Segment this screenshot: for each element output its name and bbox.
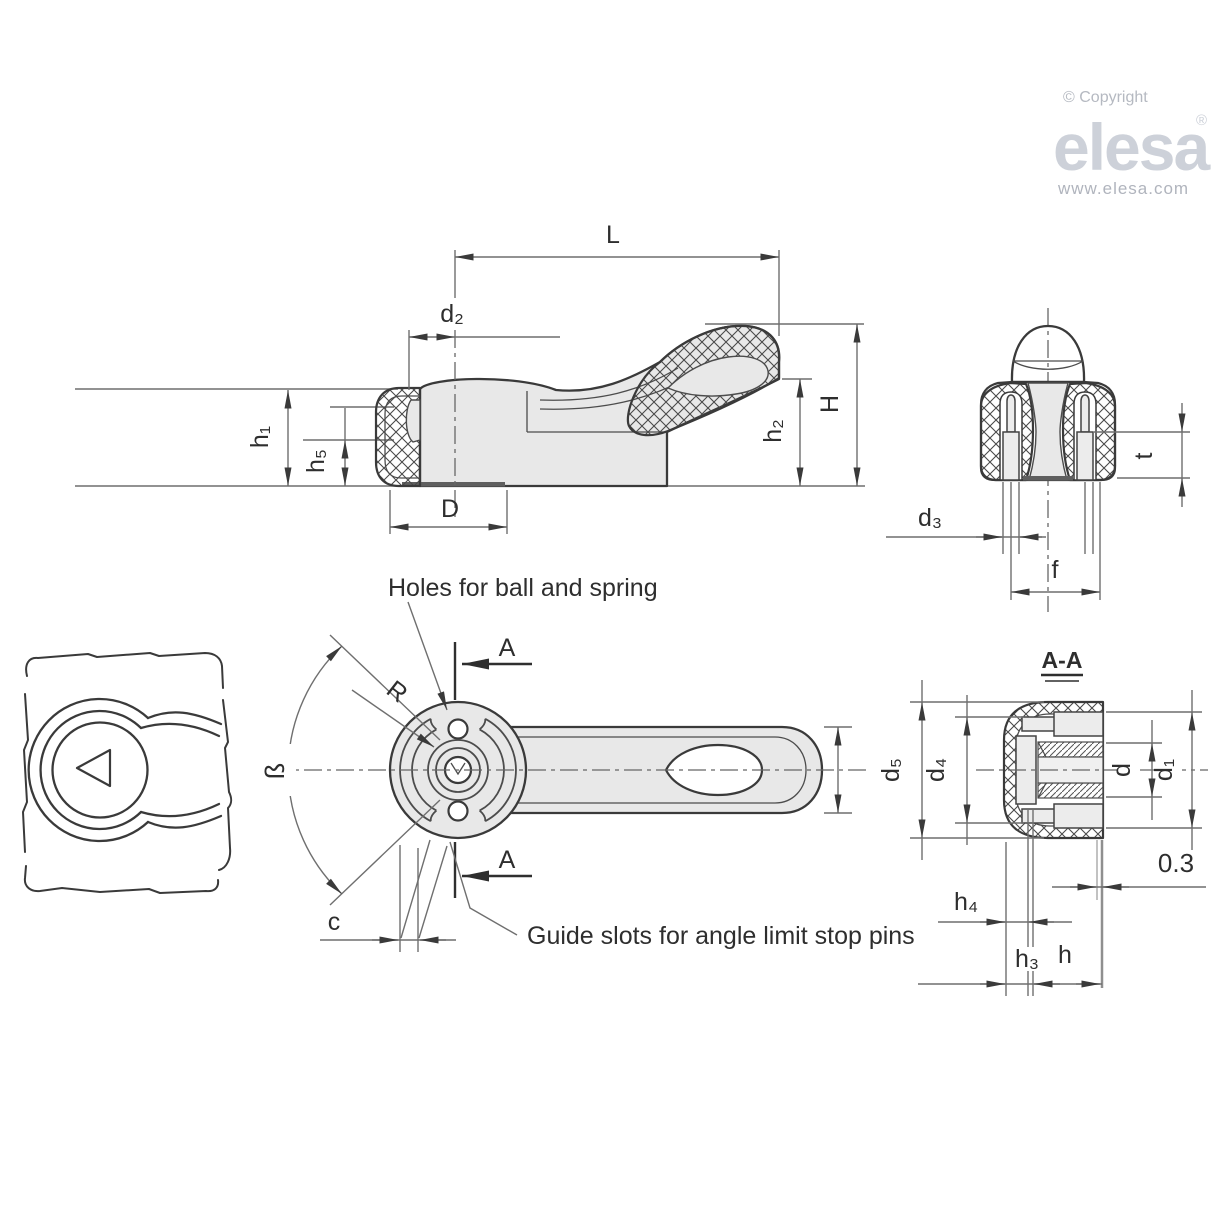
label-d2: d₂: [440, 300, 464, 328]
triangle-indicator-icon: [75, 748, 112, 788]
side-view: L d₂ h₁ h₅ D h₂: [75, 221, 865, 534]
detail-view: [22, 652, 233, 894]
front-view: t d₃ f: [886, 308, 1190, 612]
thread-band-bottom: [1037, 782, 1104, 799]
grip-window: [666, 355, 769, 397]
label-L: L: [606, 221, 620, 249]
hub-bottom-face: [402, 482, 505, 487]
plan-arm-inner-line: [515, 736, 807, 804]
torn-border: [22, 652, 233, 894]
label-c: c: [328, 908, 341, 936]
label-A-top: A: [499, 634, 516, 662]
pin-tail-lines: [1002, 482, 1094, 554]
hub-cap-inner-line: [384, 395, 420, 479]
label-d3: d₃: [918, 504, 942, 532]
label-d5: d₅: [877, 758, 905, 782]
label-R: R: [381, 675, 412, 708]
ball-hole-top: [447, 718, 469, 740]
dim-offset: 0.3: [1052, 848, 1206, 891]
pin-right-lower: [1076, 431, 1094, 481]
dim-h5: h₅: [302, 408, 349, 486]
dim-t: t: [1094, 403, 1190, 507]
ball-hole-bottom: [447, 800, 469, 822]
detail-handle-end: [27, 697, 223, 843]
thread-chamfer-mark: [450, 762, 466, 776]
label-beta: ß: [260, 763, 290, 780]
dim-d: d: [1106, 720, 1162, 820]
dim-h4: h₄: [938, 810, 1072, 996]
annotation-holes: Holes for ball and spring: [388, 574, 658, 711]
dim-d4: d₄: [922, 695, 1024, 845]
thread-band-top: [1037, 741, 1104, 758]
label-f: f: [1052, 556, 1059, 584]
elesa-logo: elesa: [1053, 110, 1211, 184]
label-h3: h₃: [1015, 945, 1039, 973]
dim-D: D: [389, 490, 508, 534]
front-bottom-face: [1023, 476, 1073, 481]
section-pin-top-left: [1021, 716, 1057, 732]
label-h1: h₁: [246, 426, 274, 448]
dim-L: L: [454, 221, 780, 336]
registered-mark-icon: ®: [1196, 112, 1207, 129]
section-pin-bottom-right: [1053, 803, 1104, 829]
dim-H: H: [705, 323, 864, 486]
dim-beta: ß: [260, 634, 441, 906]
section-view: A-A d₅: [877, 647, 1208, 996]
dim-c: c: [320, 839, 456, 952]
label-h2: h₂: [759, 419, 787, 443]
pin-left-lower: [1002, 431, 1020, 481]
dim-h3-h: h₃ h: [918, 941, 1102, 988]
label-h4: h₄: [954, 888, 978, 916]
dim-h1: h₁: [246, 390, 292, 486]
holes-note-text: Holes for ball and spring: [388, 574, 658, 602]
label-d4: d₄: [922, 758, 950, 782]
guide-note-text: Guide slots for angle limit stop pins: [527, 922, 915, 950]
label-A-A: A-A: [1042, 647, 1083, 673]
section-pin-top-right: [1053, 711, 1104, 737]
website-text: www.elesa.com: [1057, 179, 1189, 198]
dim-d1: d₁: [1106, 690, 1202, 850]
label-D: D: [441, 495, 459, 523]
dim-f: f: [1010, 482, 1101, 600]
label-d: d: [1108, 763, 1136, 777]
dim-h2: h₂: [759, 378, 812, 486]
copyright-text: © Copyright: [1063, 89, 1148, 106]
annotation-guide-slots: Guide slots for angle limit stop pins: [449, 841, 915, 950]
section-pin-bottom-left: [1021, 808, 1057, 824]
branding: © Copyright elesa ® www.elesa.com: [1053, 89, 1213, 198]
label-t: t: [1130, 452, 1158, 459]
thread-chamfers: [1037, 741, 1047, 799]
label-h5: h₅: [302, 449, 330, 473]
pin-right-upper: [1080, 394, 1090, 433]
label-offset: 0.3: [1158, 848, 1194, 878]
dim-arm-width: [824, 726, 852, 814]
section-title: A-A: [1041, 647, 1083, 682]
section-mark-A-top: A: [453, 634, 532, 700]
dim-d2: d₂: [408, 298, 560, 390]
dim-d3: d₃: [886, 504, 1046, 541]
dim-d5: d₅: [877, 680, 1044, 860]
plan-view: A A ß R c: [260, 574, 915, 952]
pin-left-upper: [1006, 394, 1016, 433]
label-h: h: [1058, 941, 1072, 969]
label-A-bottom: A: [499, 846, 516, 874]
dome-chord-lines: [1012, 360, 1084, 370]
section-mark-A-bottom: A: [453, 842, 532, 898]
label-H: H: [816, 395, 844, 413]
label-d1: d₁: [1150, 759, 1178, 781]
hub-insert: [405, 399, 421, 443]
